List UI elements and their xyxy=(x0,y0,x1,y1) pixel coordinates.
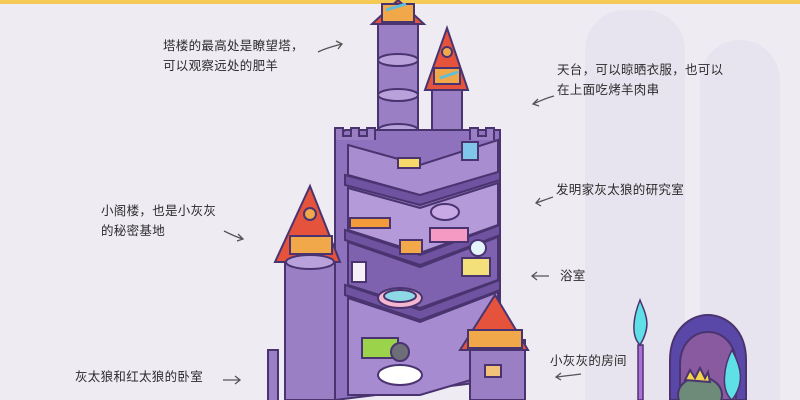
label-line: 发明家灰太狼的研究室 xyxy=(556,182,685,197)
label-line: 灰太狼和红太狼的卧室 xyxy=(75,369,204,384)
main-building xyxy=(334,127,501,400)
label-line: 的秘密基地 xyxy=(101,223,166,238)
label-line: 在上面吃烤羊肉串 xyxy=(557,82,660,97)
arrow-down-right-icon xyxy=(222,228,246,244)
label-line: 可以观察远处的肥羊 xyxy=(163,58,279,73)
torch-left xyxy=(633,297,648,400)
arrow-left-icon xyxy=(530,94,556,108)
label-inventor-lab: 发明家灰太狼的研究室 xyxy=(556,180,684,200)
label-xiaohuihui-room: 小灰灰的房间 xyxy=(550,351,627,371)
lookout-tower xyxy=(369,0,427,153)
label-lookout-tower: 塔楼的最高处是瞭望塔， 可以观察远处的肥羊 xyxy=(163,36,304,76)
label-line: 塔楼的最高处是瞭望塔， xyxy=(163,38,304,53)
arrow-up-right-icon xyxy=(316,38,346,56)
label-line: 天台，可以晾晒衣服，也可以 xyxy=(557,62,724,77)
label-attic: 小阁楼，也是小灰灰 的秘密基地 xyxy=(101,201,216,241)
label-line: 小灰灰的房间 xyxy=(550,353,627,368)
arrow-left-icon xyxy=(533,194,555,208)
arrow-left-icon xyxy=(553,369,583,381)
label-master-bedroom: 灰太狼和红太狼的卧室 xyxy=(75,367,203,387)
xiaohuihui-room-tower xyxy=(458,293,530,400)
label-bathroom: 浴室 xyxy=(560,266,586,286)
label-rooftop: 天台，可以晾晒衣服，也可以 在上面吃烤羊肉串 xyxy=(557,60,723,100)
label-line: 小阁楼，也是小灰灰 xyxy=(101,203,217,218)
arrow-left-icon xyxy=(529,270,551,282)
torch-right xyxy=(723,348,742,400)
arrow-right-icon xyxy=(221,374,243,386)
label-line: 浴室 xyxy=(560,268,586,283)
attic-tower xyxy=(267,183,342,400)
